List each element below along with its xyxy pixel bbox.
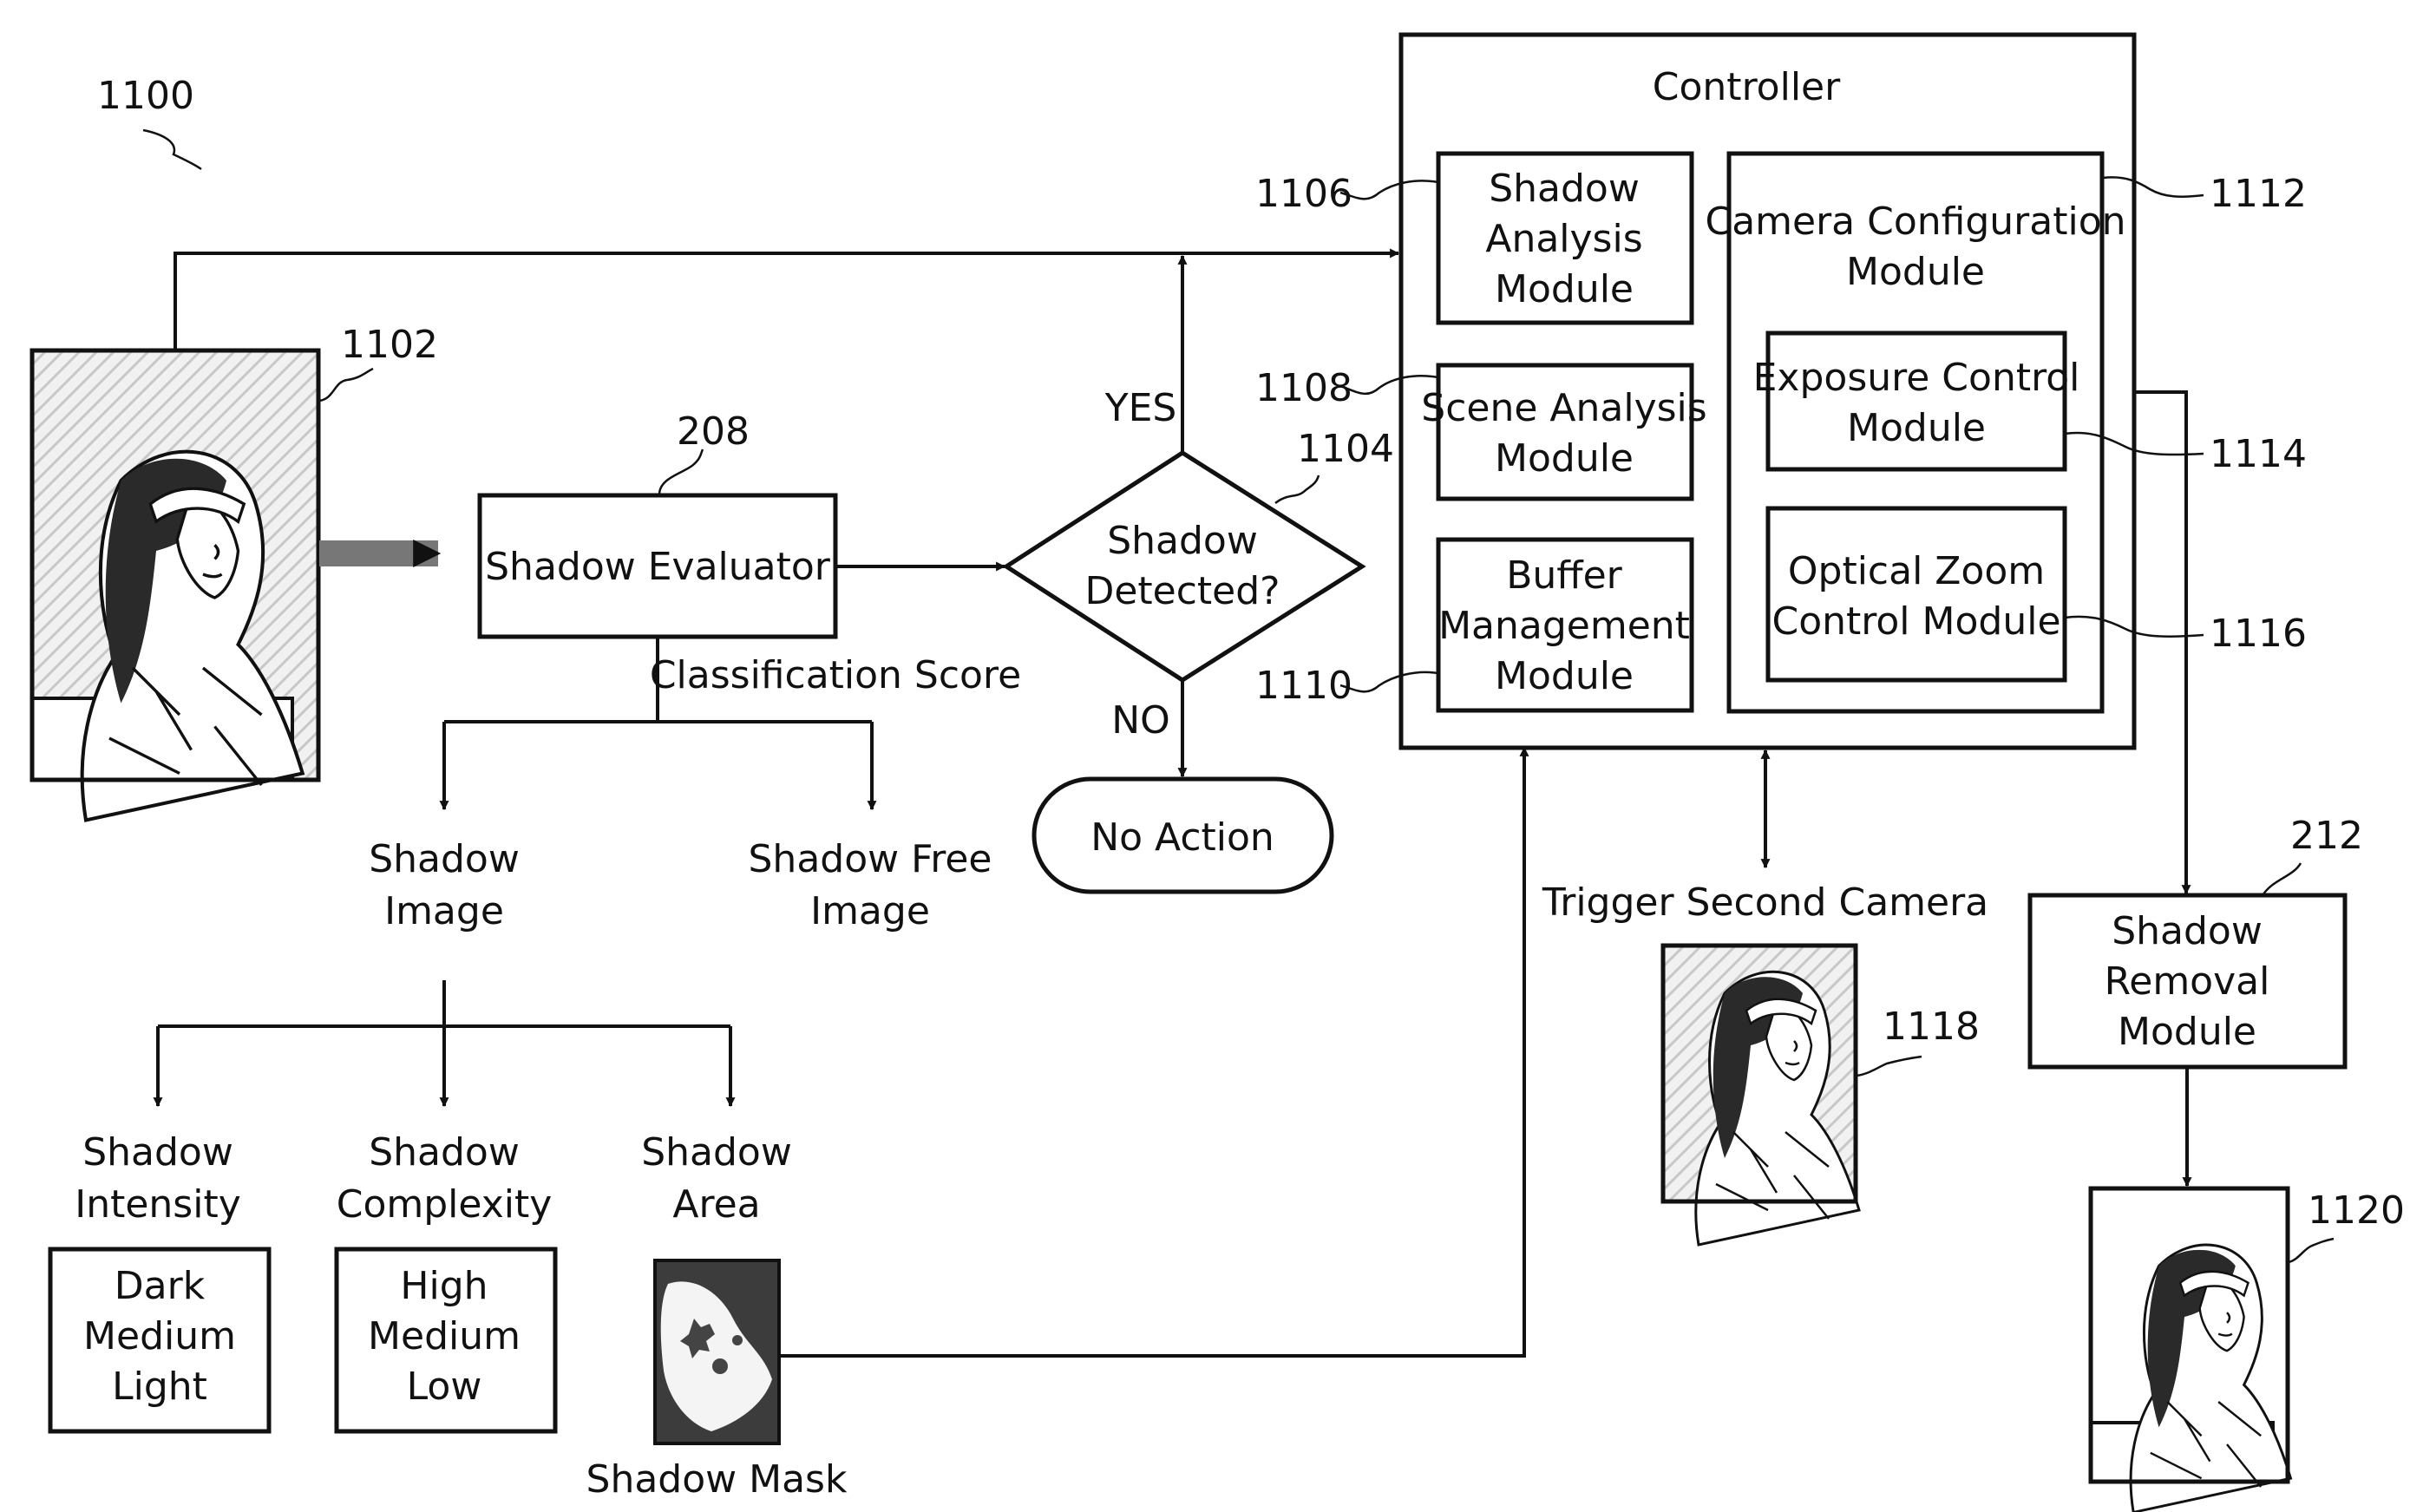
mask-to-controller-line [779,746,1529,1358]
second-camera-image [1660,943,1861,1247]
output-image-leader [2288,1237,2335,1264]
output-image [2088,1186,2292,1512]
figure-ref: 1100 [97,74,194,118]
buffer-management-box [1436,537,1694,713]
classification-score-label: Classification Score [650,653,1021,697]
shadow-evaluator-leader [658,448,704,495]
decision-leader [1274,475,1320,504]
shadow-removal-leader [2261,862,2302,896]
yes-label: YES [1104,386,1177,430]
classification-branch [444,637,872,723]
decision-ref: 1104 [1297,427,1394,471]
shadow-analysis-box [1436,151,1694,325]
second-camera-leader [1856,1055,1922,1077]
shadow-analysis-ref: 1106 [1255,172,1352,216]
shadow-evaluator-label: Shadow Evaluator [485,545,831,589]
input-image-leader [318,367,374,403]
camera-config-leader [2102,176,2204,198]
camera-config-ref: 1112 [2210,172,2307,216]
scene-analysis-box [1436,363,1694,501]
figure-ref-leader [142,128,202,171]
shadow-evaluator-ref: 208 [677,409,750,454]
input-image [29,348,321,821]
input-to-controller-line [174,248,1400,350]
shadow-removal-ref: 212 [2290,814,2363,858]
shadow-analysis-leader [1339,180,1439,200]
second-camera-ref: 1118 [1883,1005,1980,1049]
buffer-management-leader [1339,671,1439,693]
buffer-management-ref: 1110 [1255,664,1352,708]
optical-zoom-leader [2064,615,2204,638]
exposure-control-box [1765,331,2067,472]
exposure-control-leader [2064,431,2204,456]
trigger-second-camera-label: Trigger Second Camera [1542,880,1988,925]
intensity-box [48,1247,272,1434]
exposure-control-ref: 1114 [2210,432,2307,476]
shadow-mask-image [653,1259,781,1445]
camera-to-removal-line [2134,390,2191,895]
no-label: NO [1111,698,1170,743]
attributes-branch [158,980,730,1028]
output-image-ref: 1120 [2308,1188,2405,1233]
optical-zoom-box [1765,506,2067,683]
input-image-ref: 1102 [341,323,438,367]
no-action-label: No Action [1090,815,1274,860]
no-action-box [1031,776,1334,894]
shadow-mask-label: Shadow Mask [586,1457,848,1502]
shadow-evaluator-box [477,493,838,639]
scene-analysis-ref: 1108 [1255,366,1352,410]
controller-title: Controller [1653,65,1841,109]
complexity-box [334,1247,558,1434]
optical-zoom-ref: 1116 [2210,612,2307,656]
scene-analysis-leader [1339,374,1439,396]
